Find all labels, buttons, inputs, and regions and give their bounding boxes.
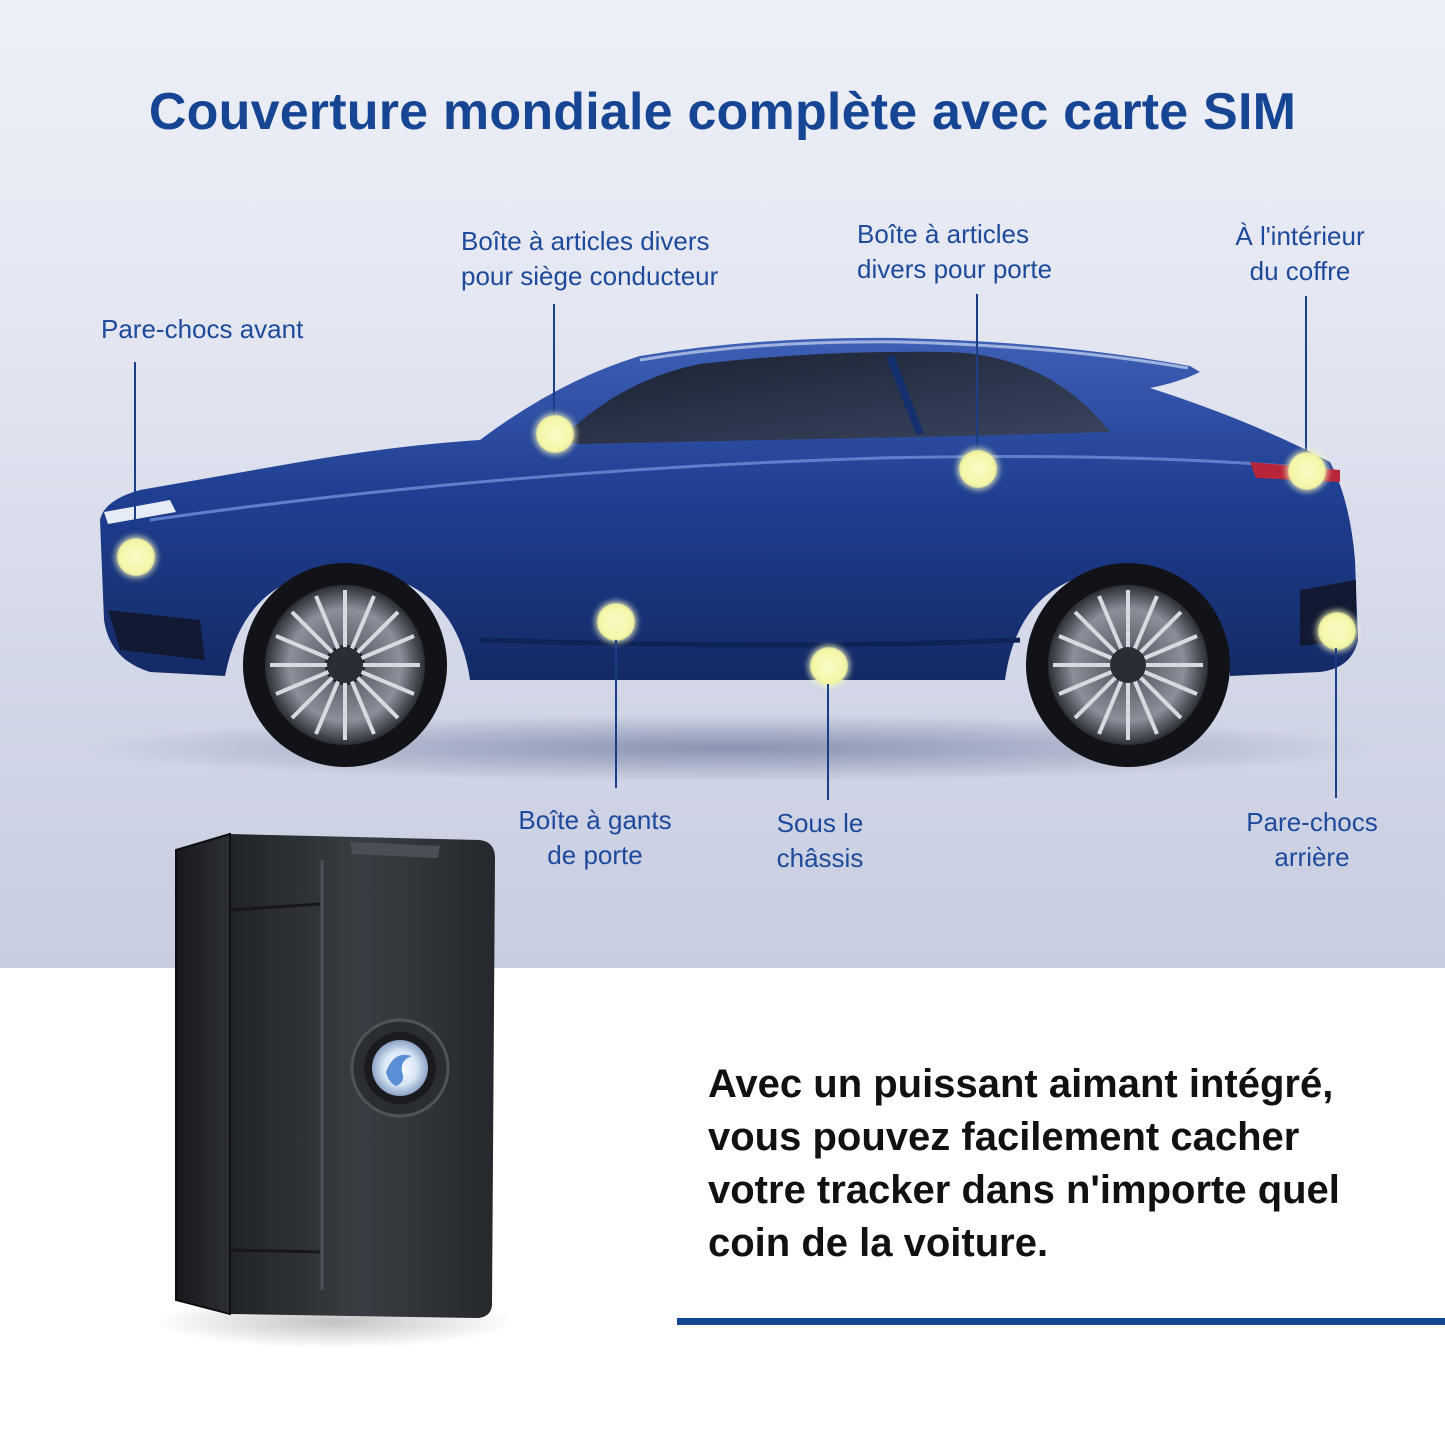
location-marker-icon (1288, 452, 1326, 490)
callout-chassis: Sous le châssis (760, 806, 880, 876)
location-marker-icon (1318, 612, 1356, 650)
feature-description-line2: vous pouvez facilement cacher (708, 1115, 1300, 1159)
location-marker-icon (536, 415, 574, 453)
feature-description-line4: coin de la voiture. (708, 1221, 1049, 1265)
callout-front-bumper-label: Pare-chocs avant (101, 314, 304, 344)
callout-chassis-line2: châssis (776, 843, 864, 873)
location-marker-icon (959, 450, 997, 488)
callout-door-box-line1: Boîte à articles (857, 219, 1029, 249)
leader-line-trunk (1305, 296, 1307, 452)
location-marker-icon (597, 603, 635, 641)
callout-glove-box: Boîte à gants de porte (505, 803, 685, 873)
callout-glove-box-line1: Boîte à gants (518, 805, 672, 835)
feature-description: Avec un puissant aimant intégré, vous po… (708, 1058, 1408, 1270)
leader-line-glove-box (615, 640, 617, 788)
feature-description-line3: votre tracker dans n'importe quel (708, 1168, 1340, 1212)
gps-tracker-image (155, 832, 510, 1348)
page-title: Couverture mondiale complète avec carte … (148, 83, 1297, 141)
accent-divider (677, 1318, 1445, 1325)
leader-line-front-bumper (134, 362, 136, 542)
callout-door-box-line2: divers pour porte (857, 254, 1053, 284)
leader-line-chassis (827, 684, 829, 800)
callout-front-bumper: Pare-chocs avant (101, 312, 303, 347)
callout-rear-bumper: Pare-chocs arrière (1232, 805, 1392, 875)
leader-line-rear-bumper (1335, 648, 1337, 798)
callout-trunk-line2: du coffre (1249, 256, 1351, 286)
callout-chassis-line1: Sous le (776, 808, 864, 838)
callout-trunk: À l'intérieur du coffre (1220, 219, 1380, 289)
callout-driver-seat-line2: pour siège conducteur (461, 261, 719, 291)
callout-door-box: Boîte à articles divers pour porte (857, 217, 1052, 287)
callout-rear-bumper-line2: arrière (1274, 842, 1350, 872)
location-marker-icon (117, 538, 155, 576)
callout-glove-box-line2: de porte (547, 840, 643, 870)
feature-description-line1: Avec un puissant aimant intégré, (708, 1062, 1334, 1106)
callout-rear-bumper-line1: Pare-chocs (1246, 807, 1378, 837)
leader-line-driver-seat (553, 304, 555, 418)
car-image (80, 337, 1380, 782)
location-marker-icon (810, 647, 848, 685)
callout-driver-seat: Boîte à articles divers pour siège condu… (461, 224, 718, 294)
leader-line-door-box (976, 294, 978, 454)
hero-section: Couverture mondiale complète avec carte … (0, 0, 1445, 968)
callout-driver-seat-line1: Boîte à articles divers (461, 226, 710, 256)
callout-trunk-line1: À l'intérieur (1235, 221, 1365, 251)
